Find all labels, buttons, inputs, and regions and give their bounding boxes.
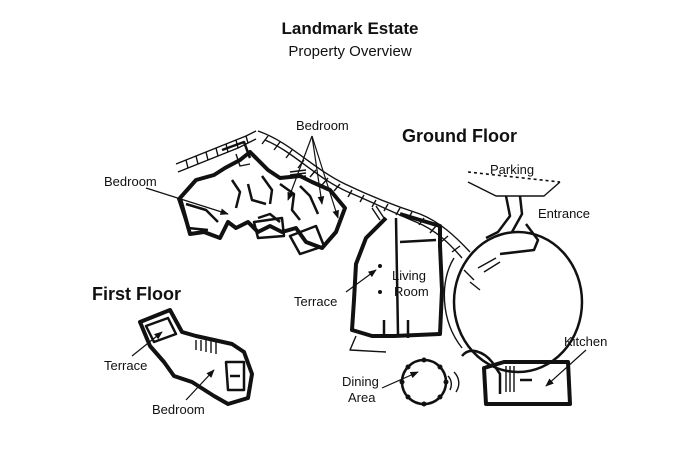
diagram-title: Landmark Estate xyxy=(282,19,419,38)
label-terrace-first: Terrace xyxy=(104,358,147,373)
label-living-line1: Living xyxy=(392,268,426,283)
arrow-kitchen xyxy=(545,349,587,387)
label-terrace-ground: Terrace xyxy=(294,294,337,309)
arrow-bedroom-first xyxy=(185,369,215,401)
arrow-bedroom-top-1 xyxy=(287,135,313,201)
label-bedroom-first: Bedroom xyxy=(152,402,205,417)
label-entrance: Entrance xyxy=(538,206,590,221)
arrow-bedroom-top-2 xyxy=(311,135,325,205)
arrow-terrace-first xyxy=(131,331,163,357)
label-arrows xyxy=(131,135,587,401)
diagram-subtitle: Property Overview xyxy=(288,43,412,60)
label-parking: Parking xyxy=(490,162,534,177)
label-dining-line2: Area xyxy=(348,390,376,405)
kitchen-plan xyxy=(461,349,572,406)
label-living-line2: Room xyxy=(394,284,429,299)
label-dining-line1: Dining xyxy=(342,374,379,389)
arrow-terrace-ground xyxy=(345,269,377,293)
entrance-parking-plan xyxy=(443,171,584,374)
first-floor-heading: First Floor xyxy=(92,284,181,304)
first-floor-plan xyxy=(138,308,254,406)
label-bedroom-left: Bedroom xyxy=(104,174,157,189)
arrow-bedroom-top-3 xyxy=(311,135,339,219)
arrow-bedroom-left xyxy=(145,187,229,215)
bedroom-wing-plan xyxy=(175,130,471,259)
arrow-dining-area xyxy=(381,371,419,389)
ground-floor-heading: Ground Floor xyxy=(402,126,517,146)
label-kitchen: Kitchen xyxy=(564,334,607,349)
label-bedroom-top: Bedroom xyxy=(296,118,349,133)
dining-area-plan xyxy=(399,357,460,407)
living-room-plan xyxy=(349,205,444,353)
